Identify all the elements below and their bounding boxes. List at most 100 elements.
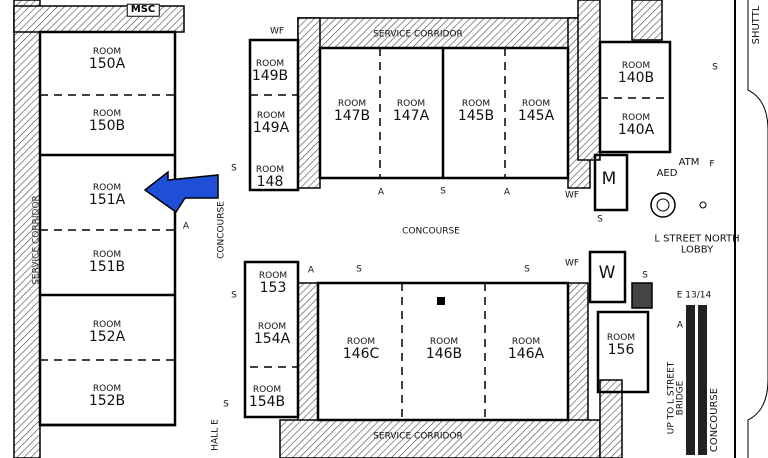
room-number: 152A bbox=[88, 329, 126, 346]
room-number: 150A bbox=[88, 56, 126, 73]
aed-marker: AED bbox=[656, 167, 678, 179]
room-walls bbox=[38, 0, 768, 458]
service-corridor-top-label: SERVICE CORRIDOR bbox=[373, 29, 463, 40]
accessible-marker: A bbox=[503, 187, 511, 198]
room-number: 146C bbox=[342, 346, 380, 363]
room-word: ROOM bbox=[521, 98, 551, 109]
stairs-marker: S bbox=[440, 186, 446, 197]
stairs-marker: S bbox=[356, 264, 362, 275]
room-word: ROOM bbox=[511, 336, 541, 347]
room-word: ROOM bbox=[92, 383, 122, 394]
stairs-marker: S bbox=[524, 264, 530, 275]
room-word: ROOM bbox=[92, 182, 122, 193]
room-word: ROOM bbox=[257, 321, 287, 332]
accessible-marker: A bbox=[307, 265, 315, 276]
room-number: 156 bbox=[607, 342, 635, 359]
room-word: ROOM bbox=[258, 270, 288, 281]
room-number: 147A bbox=[392, 108, 430, 125]
room-word: ROOM bbox=[621, 60, 651, 71]
water-fountain-marker: WF bbox=[564, 258, 580, 269]
stairs-marker: S bbox=[223, 399, 229, 410]
room-word: ROOM bbox=[92, 319, 122, 330]
room-number: 146B bbox=[425, 346, 463, 363]
hall-e-label: HALL E bbox=[210, 419, 221, 451]
shuttle-label: SHUTTL bbox=[750, 5, 762, 45]
room-word: ROOM bbox=[396, 98, 426, 109]
mens-restroom-marker: M bbox=[601, 169, 617, 190]
room-number: 148 bbox=[256, 174, 284, 191]
accessible-marker: A bbox=[182, 221, 190, 232]
room-number: 145A bbox=[517, 108, 555, 125]
room-word: ROOM bbox=[606, 332, 636, 343]
room-word: ROOM bbox=[255, 58, 285, 69]
room-word: ROOM bbox=[256, 110, 286, 121]
room-word: ROOM bbox=[255, 164, 285, 175]
room-number: 153 bbox=[259, 280, 287, 297]
concourse-vertical-label: CONCOURSE bbox=[216, 201, 227, 259]
accessible-marker: A bbox=[377, 187, 385, 198]
room-number: 147B bbox=[333, 108, 371, 125]
stairs-marker: S bbox=[642, 270, 648, 281]
room-number: 152B bbox=[88, 393, 126, 410]
room-word: ROOM bbox=[346, 336, 376, 347]
room-number: 140B bbox=[617, 70, 655, 87]
room-word: ROOM bbox=[429, 336, 459, 347]
room-word: ROOM bbox=[461, 98, 491, 109]
concourse-label: CONCOURSE bbox=[402, 226, 460, 237]
room-word: ROOM bbox=[92, 46, 122, 57]
lobby-label: L STREET NORTH LOBBY bbox=[654, 233, 740, 255]
room-word: ROOM bbox=[621, 112, 651, 123]
accessible-marker: A bbox=[676, 320, 684, 331]
room-number: 150B bbox=[88, 118, 126, 135]
msc-label: MSC bbox=[126, 3, 160, 17]
service-corridor-bottom-label: SERVICE CORRIDOR bbox=[373, 431, 463, 442]
water-fountain-marker: WF bbox=[269, 26, 285, 37]
room-number: 154B bbox=[248, 394, 286, 411]
room-number: 140A bbox=[617, 122, 655, 139]
room-number: 151B bbox=[88, 259, 126, 276]
blue-arrow-icon bbox=[143, 170, 219, 214]
stairs-marker: S bbox=[597, 214, 603, 225]
room-number: 154A bbox=[253, 331, 291, 348]
escalator bbox=[686, 305, 707, 455]
partition-dashed-lines bbox=[40, 48, 670, 420]
info-kiosk-icon bbox=[437, 297, 445, 305]
escalator-label: E 13/14 bbox=[676, 290, 712, 301]
hatched-corridors bbox=[13, 0, 663, 458]
room-word: ROOM bbox=[92, 249, 122, 260]
bridge-label: UP TO L STREET BRIDGE bbox=[666, 361, 686, 435]
womens-restroom-marker: W bbox=[598, 263, 616, 284]
room-number: 151A bbox=[88, 192, 126, 209]
elevator-icon bbox=[650, 192, 707, 218]
fire-marker: F bbox=[709, 159, 715, 170]
room-word: ROOM bbox=[252, 384, 282, 395]
room-number: 149A bbox=[252, 120, 290, 137]
stairs-marker: S bbox=[712, 62, 718, 73]
room-number: 145B bbox=[457, 108, 495, 125]
room-word: ROOM bbox=[92, 108, 122, 119]
service-corridor-left-label: SERVICE CORRIDOR bbox=[31, 195, 42, 285]
room-word: ROOM bbox=[337, 98, 367, 109]
stairs-marker: S bbox=[231, 163, 237, 174]
